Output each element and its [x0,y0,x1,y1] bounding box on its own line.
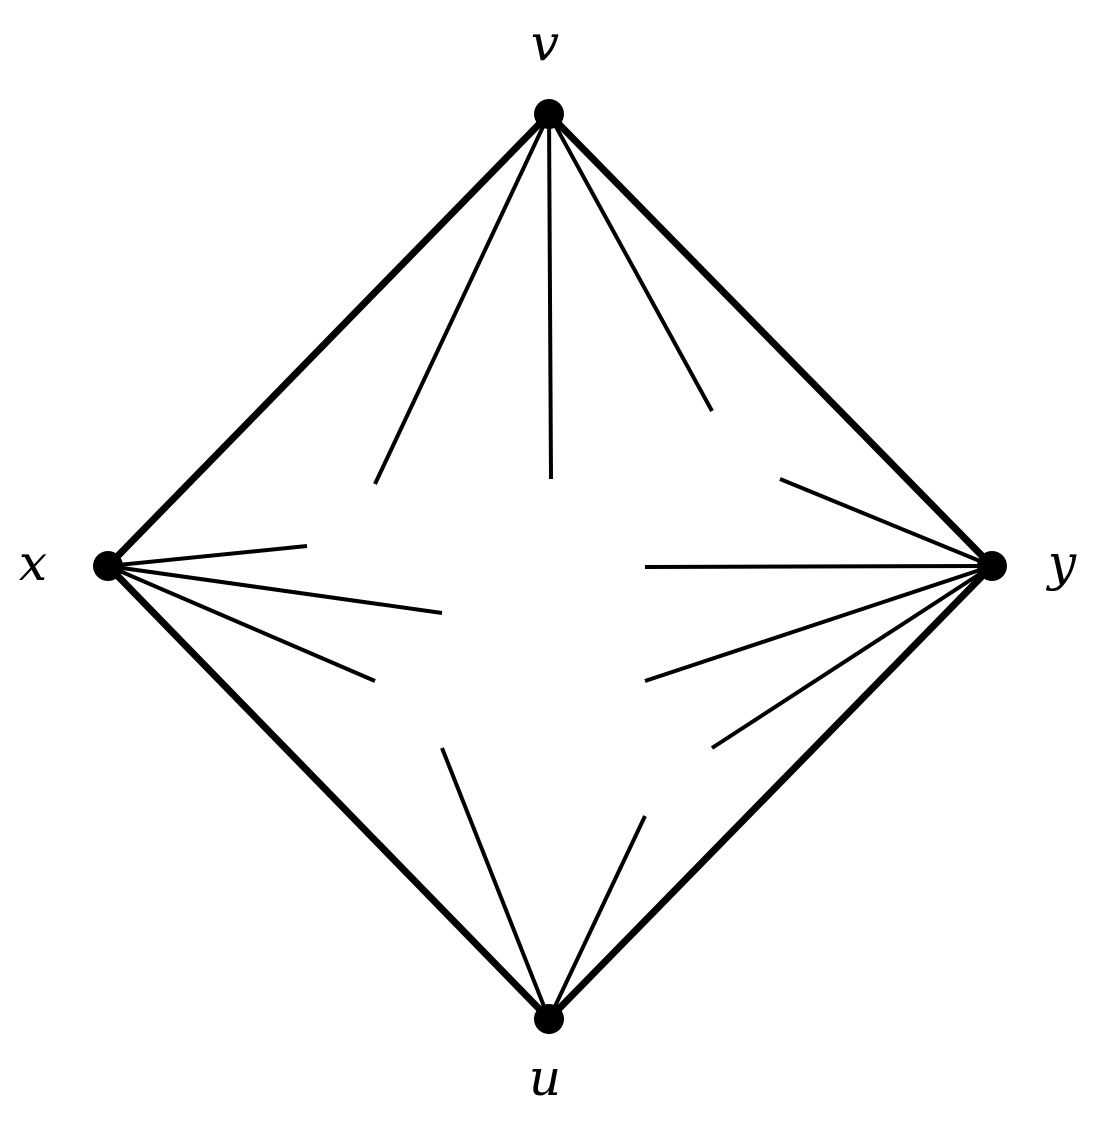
vertex-y [977,551,1007,581]
partial-edges [107,113,994,1020]
vertex-label-y: y [1046,534,1077,592]
outer-edges [104,110,996,1023]
vertex-x [93,551,123,581]
stub-edge-y-3 [644,564,993,683]
vertex-v [534,99,564,129]
stub-edge-x-3 [107,564,376,683]
stub-edge-y-1 [779,477,993,568]
vertex-label-u: u [529,1049,561,1107]
vertex-labels: v x y u [19,14,1077,1107]
vertices [93,99,1007,1034]
stub-edge-v-3 [547,113,714,412]
vertex-label-x: x [19,534,47,592]
stub-edge-x-1 [107,544,308,568]
edge-v-y [545,110,996,570]
vertex-u [534,1004,564,1034]
stub-edge-v-1 [373,113,551,485]
stub-edge-x-2 [107,564,443,615]
edge-v-x [104,110,553,570]
edge-x-u [104,562,553,1023]
stub-edge-u-2 [547,815,647,1020]
stub-edge-u-1 [440,747,551,1020]
stub-edge-v-2 [547,113,553,480]
stub-edge-y-2 [644,564,993,569]
edge-y-u [545,562,996,1023]
stub-edge-y-4 [710,564,994,750]
vertex-label-v: v [531,14,559,72]
